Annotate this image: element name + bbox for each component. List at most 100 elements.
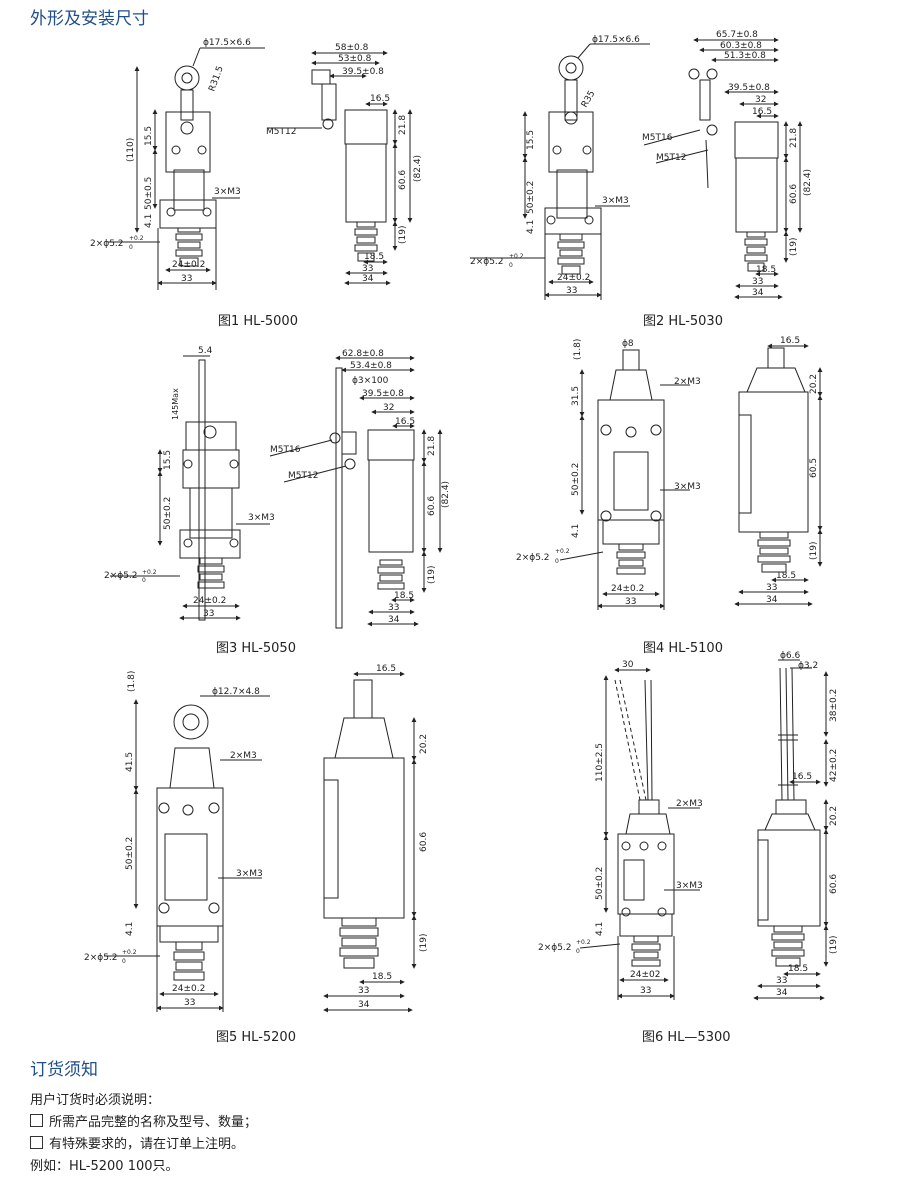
fig3-tol-upper: +0.2: [142, 569, 157, 576]
fig2-side-v3: (82.4): [803, 169, 813, 196]
order-item-1: 所需产品完整的名称及型号、数量；: [30, 1112, 257, 1134]
fig6-screw1-dim: 2×M3: [676, 799, 703, 809]
fig4-h1-dim: 31.5: [571, 386, 581, 406]
fig2-side-d5: 32: [755, 95, 766, 105]
fig6-side-v5: (19): [829, 936, 839, 954]
fig2-side-d2: 60.3±0.8: [720, 41, 762, 51]
fig6-side-view: [753, 659, 829, 1001]
fig6-w2-dim: 33: [640, 986, 651, 996]
fig1-front-view: [108, 47, 265, 290]
fig1-caption: 图1 HL-5000: [218, 314, 298, 329]
fig2-side-thread2: M5T12: [656, 153, 686, 163]
fig5-roller-dim: ϕ12.7×4.8: [212, 687, 260, 697]
fig1-h1-dim: 15.5: [144, 126, 154, 146]
fig5-front-view: [104, 695, 270, 1012]
fig3-h1-dim: 15.5: [163, 450, 173, 470]
fig5-side-b3: 34: [358, 1000, 370, 1010]
fig6-holes-dim: 2×ϕ5.2: [538, 943, 572, 953]
fig1-roller-dim: ϕ17.5×6.6: [203, 38, 251, 48]
fig3-caption: 图3 HL-5050: [216, 641, 296, 656]
fig1-tol-lower: 0: [129, 244, 133, 251]
fig5-side-b2: 33: [358, 986, 369, 996]
fig4-caption: 图4 HL-5100: [643, 641, 723, 656]
fig5-side-d1: 16.5: [376, 664, 396, 674]
fig3-front-view: [110, 355, 270, 621]
fig4-screw2-dim: 3×M3: [674, 482, 701, 492]
fig6-side-b1: 18.5: [788, 964, 808, 974]
order-section-title: 订货须知: [30, 1060, 98, 1080]
fig2-side-b3: 34: [752, 288, 764, 298]
fig6-h1-dim: 110±2.5: [595, 743, 605, 782]
fig6-side-v3: 20.2: [829, 806, 839, 826]
fig3-side-d4: 32: [383, 403, 394, 413]
fig5-h3-dim: 4.1: [125, 922, 135, 936]
fig2-side-d6: 16.5: [752, 107, 772, 117]
fig3-side-b1: 18.5: [394, 591, 414, 601]
fig5-side-v2: 60.6: [419, 832, 429, 852]
fig1-side-v2: 60.6: [398, 170, 408, 190]
order-example: 例如：HL-5200 100只。: [30, 1159, 179, 1174]
fig6-caption: 图6 HL—5300: [642, 1030, 731, 1045]
page-title: 外形及安装尺寸: [30, 9, 149, 29]
fig3-w1-dim: 24±0.2: [193, 596, 226, 606]
fig6-top-dim: 30: [622, 660, 634, 670]
fig3-side-d5: 16.5: [395, 417, 415, 427]
fig5-screw1-dim: 2×M3: [230, 751, 257, 761]
fig2-side-d3: 51.3±0.8: [724, 51, 766, 61]
fig1-side-b1: 18.5: [364, 252, 384, 262]
fig2-holes-dim: 2×ϕ5.2: [470, 257, 504, 267]
fig3-side-v4: (19): [427, 566, 437, 584]
checkbox-icon: [30, 1136, 43, 1149]
fig5-h1-dim: 41.5: [125, 752, 135, 772]
fig5-side-view: [323, 671, 417, 1013]
fig3-side-b3: 34: [388, 615, 400, 625]
fig1-side-v1: 21.8: [398, 115, 408, 135]
fig4-side-d1: 16.5: [780, 336, 800, 346]
fig3-holes-dim: 2×ϕ5.2: [104, 571, 138, 581]
fig1-side-b2: 33: [362, 264, 373, 274]
fig3-screw-dim: 3×M3: [248, 513, 275, 523]
fig5-w2-dim: 33: [184, 998, 195, 1008]
fig5-h2-dim: 50±0.2: [125, 837, 135, 870]
fig2-caption: 图2 HL-5030: [643, 314, 723, 329]
fig1-side-view: [268, 50, 413, 286]
fig1-side-v4: (19): [398, 226, 408, 244]
fig3-side-v2: 60.6: [427, 496, 437, 516]
fig1-side-d3: 39.5±0.8: [342, 67, 384, 77]
fig6-side-b3: 34: [776, 988, 788, 998]
fig6-screw2-dim: 3×M3: [676, 881, 703, 891]
fig6-h2-dim: 50±0.2: [595, 867, 605, 900]
fig3-side-view: [269, 355, 443, 629]
fig1-tol-upper: +0.2: [129, 235, 144, 242]
fig4-tol-lower: 0: [555, 558, 559, 565]
fig1-side-d1: 58±0.8: [335, 43, 369, 53]
fig3-side-d1: 62.8±0.8: [342, 349, 384, 359]
fig4-top-dim: (1.8): [573, 339, 583, 360]
fig2-side-d1: 65.7±0.8: [716, 30, 758, 40]
fig4-side-v3: (19): [809, 542, 819, 560]
fig5-screw2-dim: 3×M3: [236, 869, 263, 879]
fig2-side-b2: 33: [752, 277, 763, 287]
fig5-side-v3: (19): [419, 934, 429, 952]
fig6-side-v1: 38±0.2: [829, 689, 839, 722]
fig6-tol-lower: 0: [576, 948, 580, 955]
fig2-side-d4: 39.5±0.8: [728, 83, 770, 93]
fig2-h1-dim: 15.5: [526, 130, 536, 150]
fig1-w2-dim: 33: [181, 274, 192, 284]
fig2-side-v4: (19): [789, 238, 799, 256]
fig2-tol-lower: 0: [509, 262, 513, 269]
fig6-side-dia1: ϕ6.6: [780, 651, 801, 661]
fig6-side-dia2: ϕ3.2: [798, 661, 818, 671]
fig6-w1-dim: 24±02: [630, 970, 660, 980]
fig3-top-dim: 5.4: [198, 346, 213, 356]
fig5-holes-dim: 2×ϕ5.2: [84, 953, 118, 963]
fig3-max-dim: 145Max: [171, 388, 180, 420]
fig2-side-view: [643, 37, 803, 300]
fig6-side-d1: 16.5: [792, 772, 812, 782]
fig1-w1-dim: 24±0.2: [172, 260, 205, 270]
fig1-height-dim: (110): [126, 138, 136, 162]
fig5-top-dim: (1.8): [127, 671, 137, 692]
fig3-side-v3: (82.4): [441, 481, 451, 508]
fig2-screw-dim: 3×M3: [602, 196, 629, 206]
